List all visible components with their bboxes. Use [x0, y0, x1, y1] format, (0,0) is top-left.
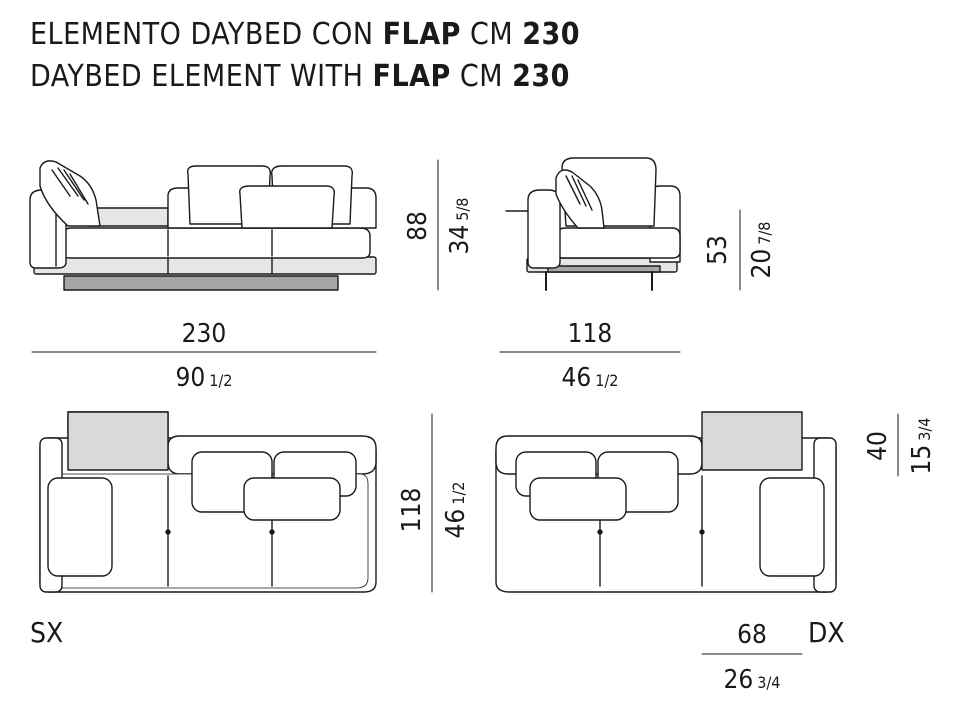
front-elevation-drawing: [29, 160, 377, 291]
title-it-size: 230: [522, 17, 581, 52]
flap-height-cm: 40: [863, 431, 893, 461]
plan-depth-in: 46: [441, 509, 471, 539]
seat-height-in-frac: 7/8: [755, 222, 774, 245]
dimension-lines: [31, 159, 899, 655]
title-en-flap: FLAP: [372, 59, 451, 94]
flap-width-cm: 68: [737, 620, 767, 650]
plan-depth-cm: 118: [397, 488, 427, 533]
seat-height-in: 20: [747, 249, 777, 279]
flap-height-in-group: 153/4: [907, 418, 937, 475]
title-en-pre: DAYBED ELEMENT WITH: [30, 59, 373, 94]
plan-view-dx-drawing: [495, 411, 837, 593]
side-elevation-drawing: [505, 157, 681, 291]
seat-height-cm: 53: [703, 235, 733, 265]
flap-width-in-frac: 3/4: [757, 673, 780, 692]
plan-depth-in-frac: 1/2: [449, 482, 468, 505]
title-it-mid: CM: [460, 17, 523, 52]
plan-depth-in-group: 461/2: [441, 482, 471, 539]
front-width-cm: 230: [182, 319, 227, 349]
title-english: DAYBED ELEMENT WITH FLAP CM 230: [30, 62, 570, 92]
plan-view-sx-drawing: [39, 411, 377, 593]
front-width-in: 90: [176, 363, 206, 393]
title-en-size: 230: [512, 59, 570, 94]
front-height-in: 34: [445, 225, 475, 255]
front-height-in-group: 345/8: [445, 198, 475, 255]
flap-height-in-frac: 3/4: [915, 418, 934, 441]
flap-width-in: 26: [724, 665, 754, 695]
label-dx: DX: [808, 616, 845, 649]
side-width-in-frac: 1/2: [595, 371, 618, 390]
front-width-in-frac: 1/2: [209, 371, 232, 390]
flap-height-in: 15: [907, 445, 937, 475]
title-it-flap: FLAP: [382, 17, 461, 52]
front-height-in-frac: 5/8: [453, 198, 472, 221]
front-height-cm: 88: [403, 211, 433, 241]
title-it-pre: ELEMENTO DAYBED CON: [30, 17, 383, 52]
title-italian: ELEMENTO DAYBED CON FLAP CM 230: [30, 20, 580, 50]
side-width-in: 46: [562, 363, 592, 393]
seat-height-in-group: 207/8: [747, 222, 777, 279]
title-en-mid: CM: [450, 59, 513, 94]
label-sx: SX: [30, 616, 63, 649]
side-width-cm: 118: [568, 319, 613, 349]
